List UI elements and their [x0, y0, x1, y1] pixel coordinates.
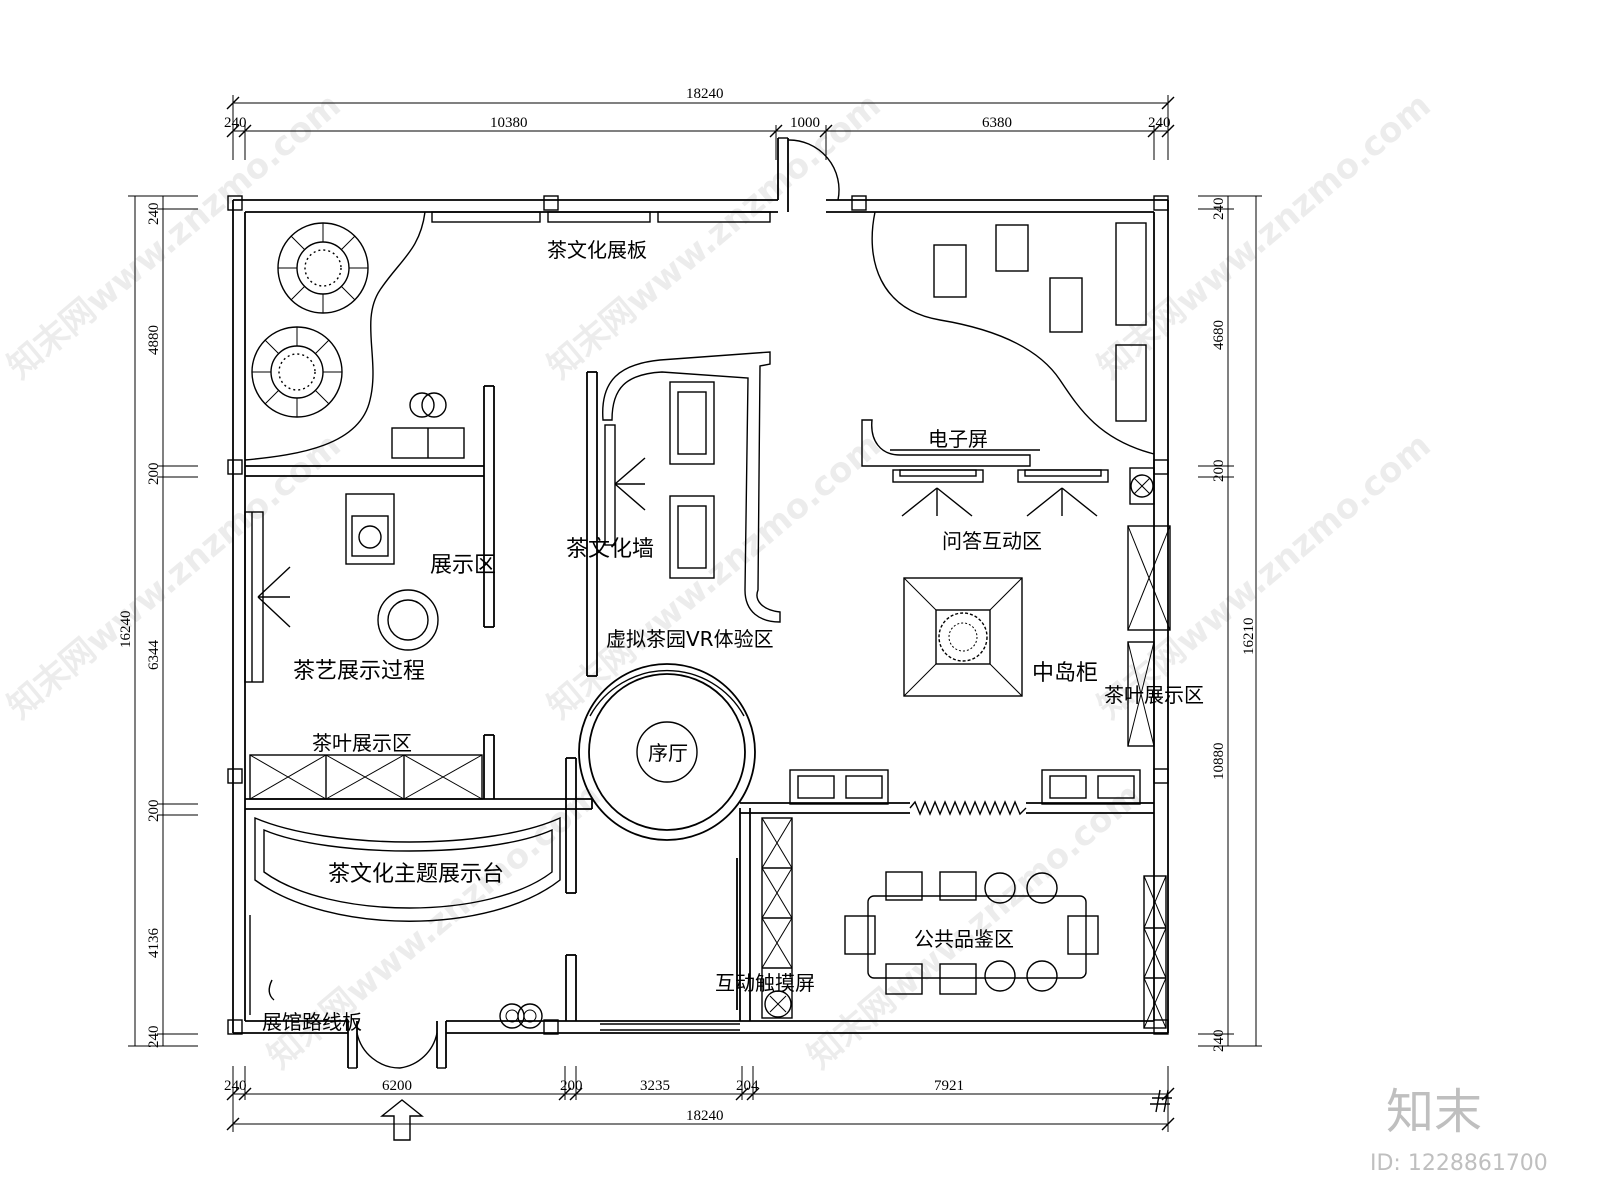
- display-area: 展示区: [345, 493, 496, 651]
- touch-screen-cabinet: 互动触摸屏: [715, 817, 815, 1019]
- dim-left-seg2: 6344: [146, 640, 162, 671]
- dim-top-seg1: 10380: [490, 115, 528, 131]
- lounge-furniture: [391, 392, 465, 459]
- label-vr-experience: 虚拟茶园VR体验区: [606, 627, 774, 651]
- watermark-text: 知末网www.znzmo.com: [540, 425, 889, 727]
- dim-top-right-wall: 240: [1148, 115, 1171, 131]
- dim-bottom-seg1: 6200: [382, 1078, 412, 1094]
- watermark-text: 知末网www.znzmo.com: [1090, 425, 1439, 727]
- tea-art-process: 茶艺展示过程: [244, 511, 425, 684]
- central-island: 中岛柜: [903, 577, 1098, 697]
- dim-left-wall2: 200: [146, 463, 162, 486]
- watermark-text: 知末网www.znzmo.com: [0, 85, 349, 387]
- dim-right-bottom-wall: 240: [1211, 1030, 1227, 1053]
- qa-area: 电子屏 问答互动区: [861, 419, 1109, 553]
- image-id: ID: 1228861700: [1370, 1151, 1548, 1176]
- dim-bottom-wall3: 204: [736, 1078, 759, 1094]
- label-hall: 序厅: [648, 741, 688, 765]
- top-door: [777, 137, 840, 212]
- label-route-board: 展馆路线板: [262, 1010, 362, 1034]
- dim-bottom-left-wall: 240: [224, 1078, 247, 1094]
- label-qa-interactive: 问答互动区: [942, 529, 1042, 553]
- watermark-text: 知末网www.znzmo.com: [800, 775, 1149, 1077]
- top-dimensions: 18240 240 10380 1000 6380 240: [224, 86, 1175, 160]
- dim-left-top-wall: 240: [146, 203, 162, 226]
- top-right-display: [871, 211, 1155, 505]
- entrance-door: [347, 1021, 447, 1141]
- dim-top-total: 18240: [686, 86, 724, 102]
- tea-leaf-display-right: 茶叶展示区: [1104, 525, 1204, 747]
- label-central-island: 中岛柜: [1032, 661, 1098, 686]
- label-public-tasting: 公共品鉴区: [914, 927, 1014, 951]
- label-tea-leaf-display-right: 茶叶展示区: [1104, 683, 1204, 707]
- label-touch-screen: 互动触摸屏: [715, 971, 815, 995]
- dim-top-seg3: 6380: [982, 115, 1012, 131]
- theme-stage: 茶文化主题展示台: [254, 816, 561, 922]
- dim-bottom-wall2: 200: [560, 1078, 583, 1094]
- dim-bottom-seg2: 3235: [640, 1078, 670, 1094]
- dim-top-seg2: 1000: [790, 115, 820, 131]
- vr-area: 茶文化墙 虚拟茶园VR体验区: [566, 351, 781, 651]
- dim-right-seg2: 10880: [1211, 743, 1227, 781]
- label-electronic-screen: 电子屏: [928, 427, 988, 451]
- dim-bottom-seg3: 7921: [934, 1078, 964, 1094]
- label-display-area: 展示区: [430, 553, 496, 578]
- dim-right-total: 16210: [1241, 618, 1257, 656]
- left-dimensions: 240 4880 200 16240 6344 200 4136 240: [118, 195, 198, 1049]
- dim-right-seg1: 4680: [1211, 320, 1227, 350]
- dim-left-bottom-wall: 240: [146, 1026, 162, 1049]
- label-tea-art-process: 茶艺展示过程: [293, 659, 425, 684]
- planters: [244, 211, 426, 461]
- label-tea-culture-board: 茶文化展板: [547, 238, 647, 262]
- dim-left-seg3: 4136: [146, 928, 162, 959]
- dim-bottom-total: 18240: [686, 1108, 724, 1124]
- label-tea-leaf-display-left: 茶叶展示区: [312, 731, 412, 755]
- tea-culture-board: 茶文化展板: [431, 211, 771, 262]
- route-board: 展馆路线板: [249, 915, 543, 1034]
- brand-watermark: 知末: [1386, 1084, 1482, 1140]
- public-tasting: 公共品鉴区: [844, 871, 1167, 1029]
- dim-right-wall2: 200: [1211, 460, 1227, 483]
- interior-walls: [245, 371, 1154, 1031]
- bottom-dimensions: 240 6200 200 3235 204 7921 18240: [224, 1066, 1175, 1132]
- watermark-text: 知末网www.znzmo.com: [260, 775, 609, 1077]
- dim-top-left-wall: 240: [224, 115, 247, 131]
- mid-cabinets: [789, 769, 1141, 805]
- dim-left-wall3: 200: [146, 800, 162, 823]
- tea-leaf-display-left: 茶叶展示区: [249, 731, 483, 800]
- outer-walls: [227, 195, 1169, 1035]
- label-theme-stage: 茶文化主题展示台: [328, 862, 504, 887]
- right-dimensions: 240 4680 200 16210 10880 240: [1198, 195, 1262, 1053]
- dim-left-seg1: 4880: [146, 325, 162, 355]
- hall-rotunda: 序厅: [578, 663, 756, 841]
- dim-right-top-wall: 240: [1211, 198, 1227, 221]
- dim-left-total: 16240: [118, 611, 134, 649]
- label-tea-culture-wall: 茶文化墙: [566, 537, 654, 562]
- watermark-layer: 知末网www.znzmo.com 知末网www.znzmo.com 知末网www…: [0, 85, 1439, 1077]
